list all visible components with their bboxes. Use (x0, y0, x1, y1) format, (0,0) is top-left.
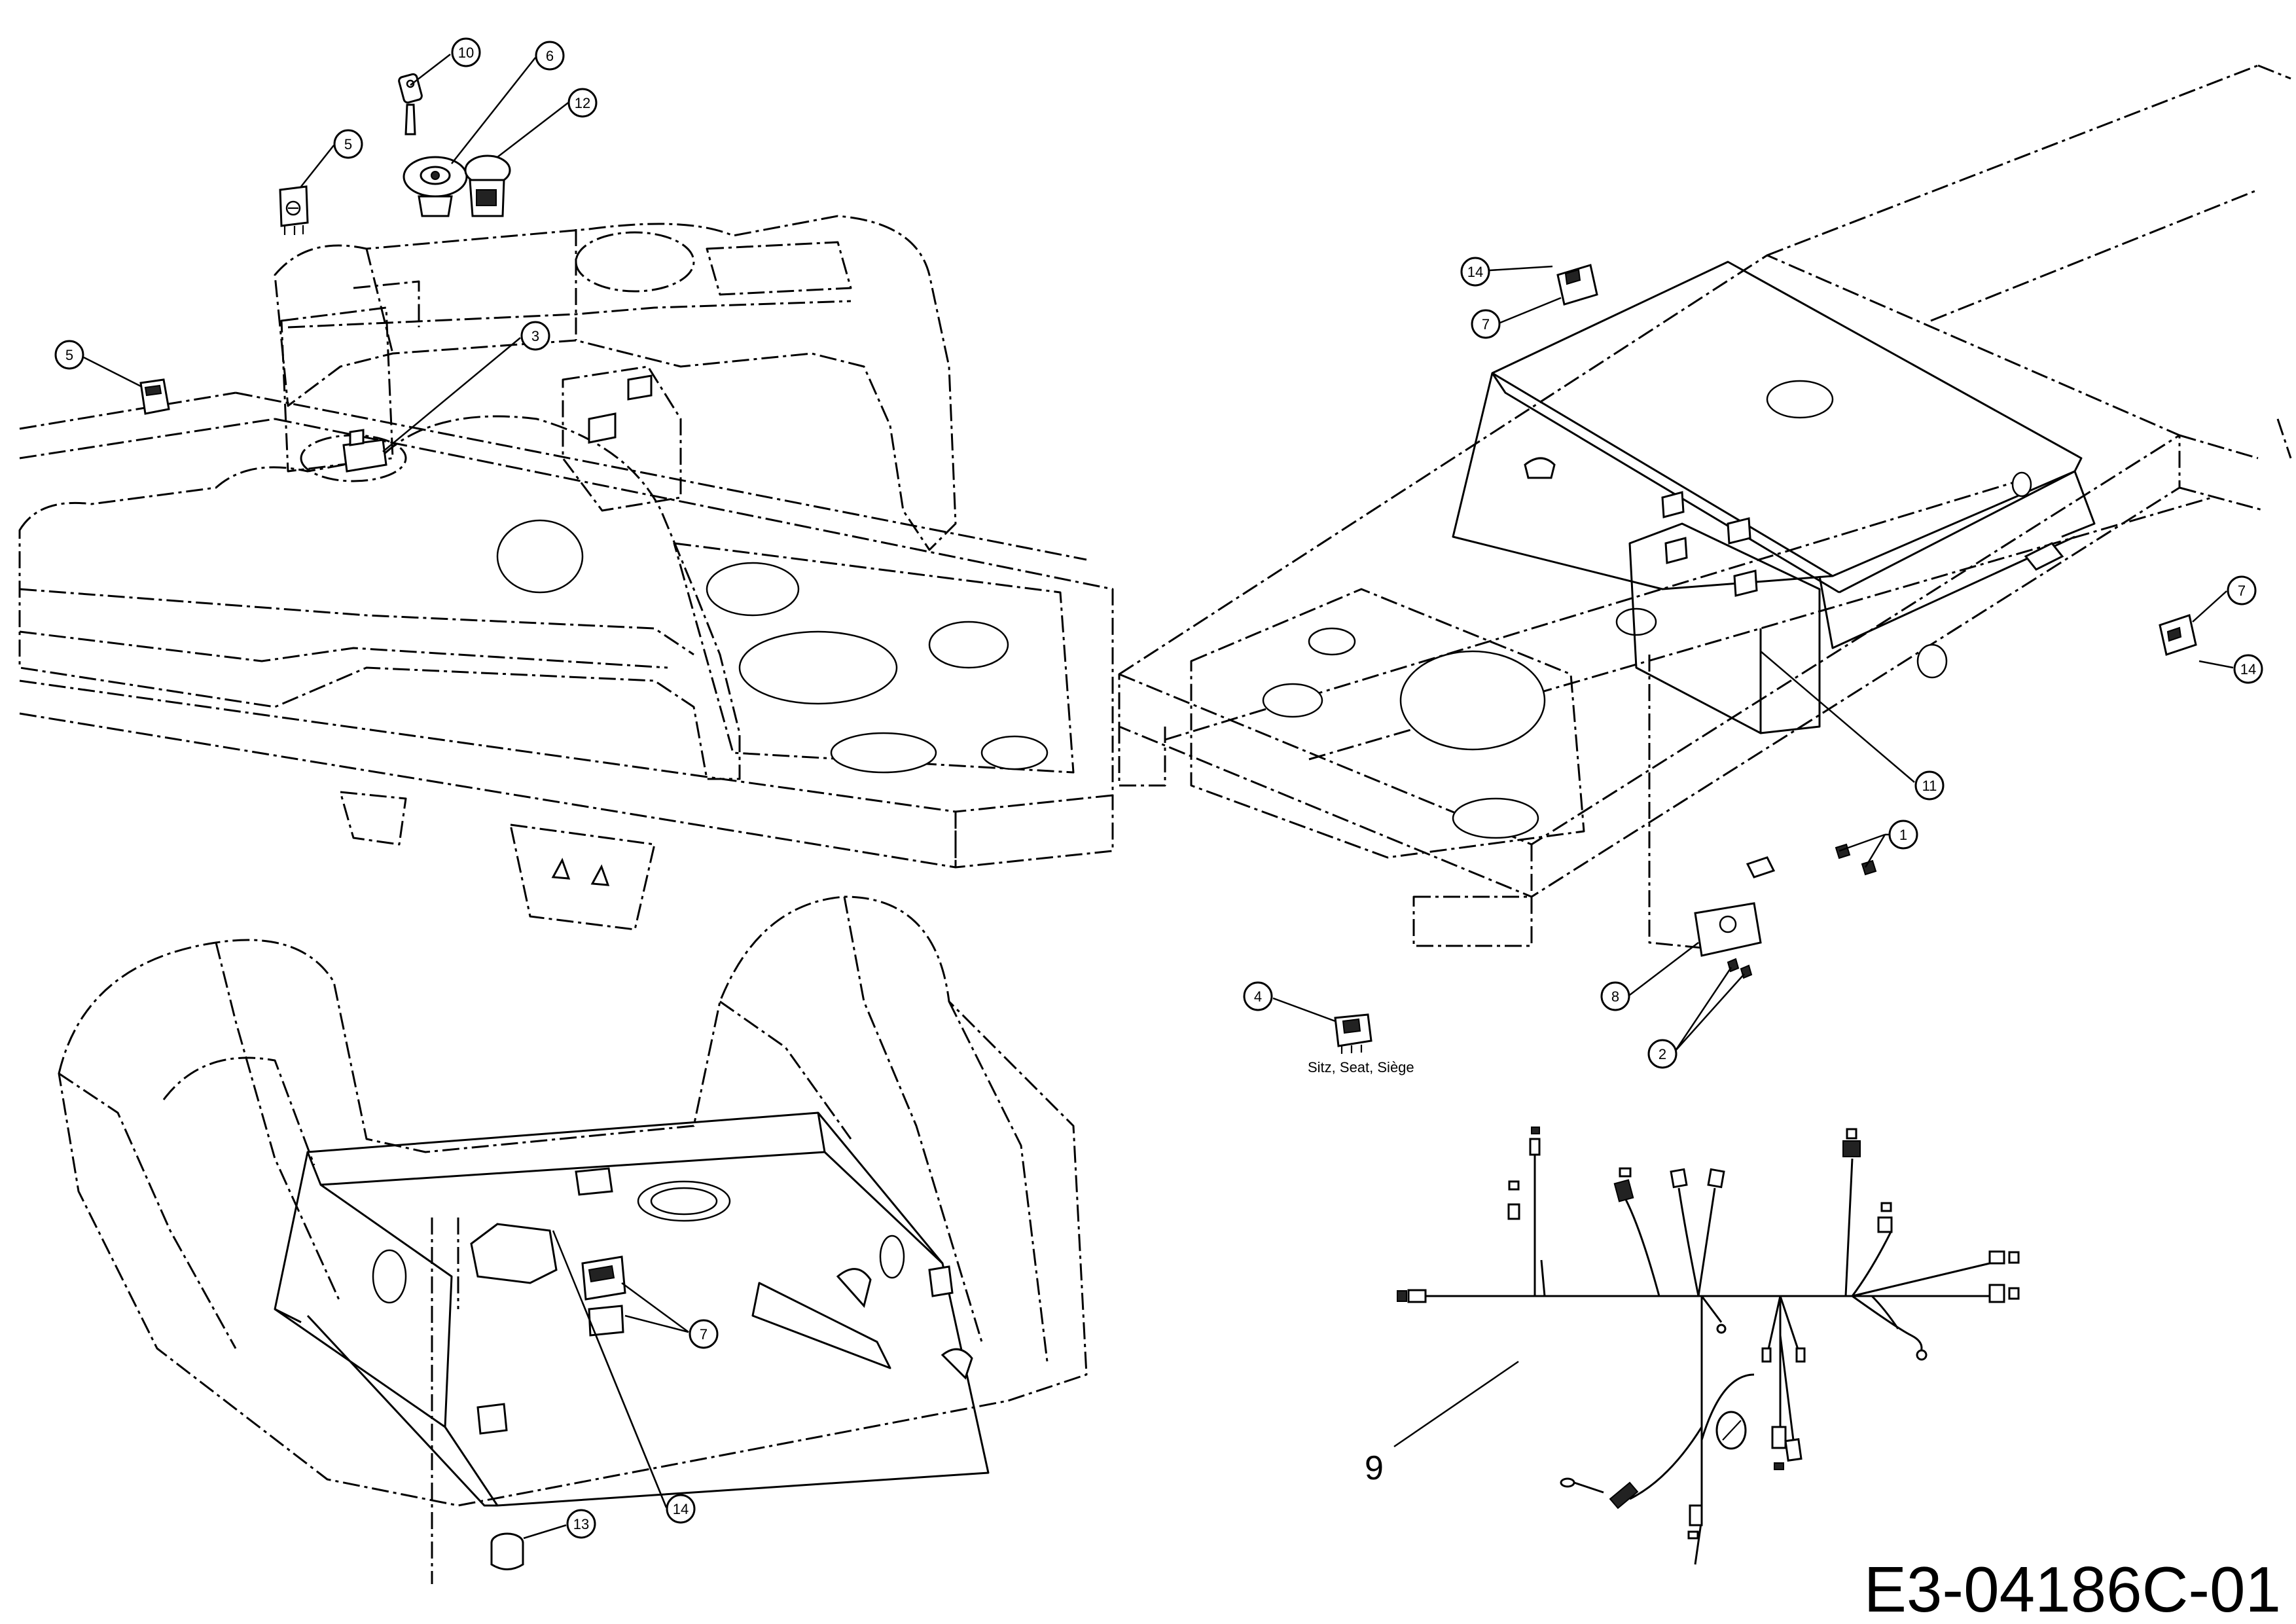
callout-14-top (1460, 257, 1490, 287)
ignition-switch (403, 156, 468, 217)
callout-8 (1600, 981, 1630, 1011)
callout-12-label: 12 (575, 95, 590, 111)
seat-switch-caption: Sitz, Seat, Siège (1308, 1059, 1414, 1075)
callout-8-label: 8 (1611, 988, 1619, 1005)
callout-13 (566, 1509, 596, 1539)
callout-14-top-label: 14 (1467, 264, 1483, 280)
callout-13-label: 13 (573, 1516, 589, 1532)
switch-5-upper (279, 185, 309, 235)
callouts: 10 6 12 5 5 3 14 7 7 14 11 (54, 37, 2263, 1540)
callout-3-label: 3 (531, 328, 539, 344)
callout-11 (1914, 770, 1945, 801)
pto-switch (464, 154, 511, 217)
callout-7-top-label: 7 (1482, 316, 1490, 333)
callout-4-label: 4 (1254, 988, 1262, 1005)
seat-deck-assembly (1118, 64, 2292, 979)
callout-14-right-label: 14 (2240, 661, 2256, 677)
callout-1-label: 1 (1899, 827, 1907, 843)
callout-2 (1647, 1039, 1677, 1069)
callout-3 (520, 321, 550, 351)
callout-7-top (1471, 309, 1501, 339)
wiring-harness (1393, 1127, 2020, 1565)
callout-11-label: 11 (1922, 778, 1937, 794)
harness-number-label: 9 (1365, 1449, 1384, 1487)
seat-pan-assembly (58, 895, 1088, 1584)
callout-12 (567, 88, 598, 118)
callout-5-upper-label: 5 (344, 136, 352, 153)
callout-10-label: 10 (458, 45, 474, 61)
callout-7-right-label: 7 (2238, 583, 2246, 599)
callout-2-label: 2 (1659, 1046, 1666, 1062)
callout-5-lower (54, 340, 84, 370)
drawing-code: E3-04186C-01 (1864, 1553, 2281, 1624)
callout-7-pan-label: 7 (700, 1326, 708, 1343)
callout-7-pan (689, 1319, 719, 1349)
fender-frame-assembly (18, 215, 1114, 931)
callout-14-pan (666, 1494, 696, 1524)
callout-4 (1243, 981, 1273, 1011)
switch-5-lower (139, 378, 170, 415)
callout-10 (451, 37, 481, 67)
callout-14-pan-label: 14 (673, 1501, 689, 1517)
relay-3 (342, 429, 387, 473)
seat-switch (1334, 1013, 1372, 1054)
ignition-key (398, 73, 423, 135)
callout-5-upper (333, 129, 363, 159)
callout-1 (1888, 820, 1918, 850)
callout-5-lower-label: 5 (65, 347, 73, 363)
callout-6-label: 6 (546, 48, 554, 64)
callout-6 (535, 41, 565, 71)
callout-14-right (2233, 654, 2263, 684)
callout-7-right (2227, 575, 2257, 605)
